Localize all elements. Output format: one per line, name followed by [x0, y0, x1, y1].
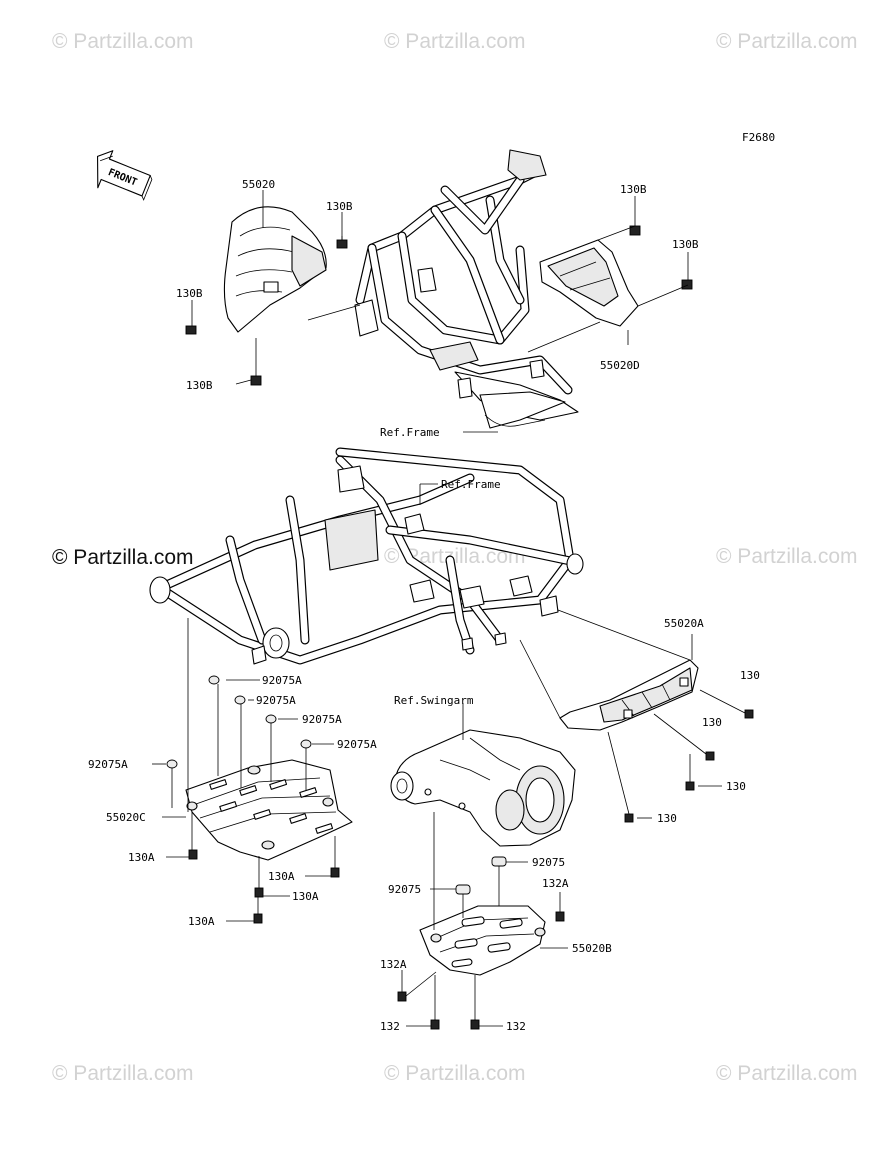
- cap-92075-b: [455, 884, 471, 895]
- cap-92075A-a: [208, 675, 220, 685]
- swingarm: [390, 729, 576, 847]
- label-55020: 55020: [242, 178, 275, 191]
- label-55020A: 55020A: [664, 617, 704, 630]
- bolt-130-b: [705, 751, 715, 761]
- bolt-130A-b: [330, 867, 340, 878]
- cap-group: [166, 675, 507, 895]
- label-ref-swingarm: Ref.Swingarm: [394, 694, 474, 707]
- watermark-top-center: © Partzilla.com: [384, 30, 526, 53]
- cap-92075-a: [491, 856, 507, 867]
- bolt-130A-d: [253, 913, 263, 924]
- watermark-main: © Partzilla.com: [52, 546, 194, 569]
- label-130B-d: 130B: [620, 183, 647, 196]
- guard-55020C: [185, 759, 353, 861]
- bolt-132-a: [430, 1019, 440, 1030]
- bolt-130A-c: [254, 887, 264, 898]
- label-132A-b: 132A: [380, 958, 407, 971]
- label-130-a: 130: [740, 669, 760, 682]
- label-130B-c: 130B: [186, 379, 213, 392]
- bolt-130B-c: [250, 375, 262, 386]
- label-92075A-c: 92075A: [302, 713, 342, 726]
- label-92075-b: 92075: [388, 883, 421, 896]
- bolt-130B-b: [185, 325, 197, 335]
- label-130B-e: 130B: [672, 238, 699, 251]
- label-132A-a: 132A: [542, 877, 569, 890]
- watermark-bottom-right: © Partzilla.com: [716, 1062, 858, 1085]
- bolt-130-d: [624, 813, 634, 823]
- cap-92075A-c: [265, 714, 277, 724]
- label-130A-b: 130A: [268, 870, 295, 883]
- guard-55020: [223, 206, 327, 333]
- watermark-bottom-left: © Partzilla.com: [52, 1062, 194, 1085]
- label-130B-b: 130B: [176, 287, 203, 300]
- label-92075-a: 92075: [532, 856, 565, 869]
- label-55020B: 55020B: [572, 942, 612, 955]
- bolt-130A-a: [188, 849, 198, 860]
- upper-frame: [354, 149, 579, 429]
- label-132-a: 132: [380, 1020, 400, 1033]
- label-130A-a: 130A: [128, 851, 155, 864]
- label-130B-a: 130B: [326, 200, 353, 213]
- lower-frame: [149, 447, 584, 665]
- label-92075A-d: 92075A: [337, 738, 377, 751]
- label-55020C: 55020C: [106, 811, 146, 824]
- watermark-bottom-center: © Partzilla.com: [384, 1062, 526, 1085]
- upper-leaders: [191, 190, 689, 433]
- label-132-b: 132: [506, 1020, 526, 1033]
- watermark-mid-right: © Partzilla.com: [716, 545, 858, 568]
- label-92075A-e: 92075A: [88, 758, 128, 771]
- diagram-code: F2680: [742, 131, 775, 144]
- label-55020D: 55020D: [600, 359, 640, 372]
- label-130A-c: 130A: [292, 890, 319, 903]
- guard-55020B: [419, 905, 546, 976]
- label-130-b: 130: [702, 716, 722, 729]
- guard-55020D: [539, 239, 639, 327]
- label-92075A-a: 92075A: [262, 674, 302, 687]
- label-130-c: 130: [726, 780, 746, 793]
- lower-bolts: [188, 709, 754, 1030]
- cap-92075A-b: [234, 695, 246, 705]
- bolt-130-c: [685, 781, 695, 791]
- label-92075A-b: 92075A: [256, 694, 296, 707]
- label-130A-d: 130A: [188, 915, 215, 928]
- cap-92075A-d: [300, 739, 312, 749]
- watermark-group: © Partzilla.com © Partzilla.com © Partzi…: [52, 30, 858, 1085]
- label-130-d: 130: [657, 812, 677, 825]
- bolt-130-a: [744, 709, 754, 719]
- bolt-132-b: [470, 1019, 480, 1030]
- watermark-top-right: © Partzilla.com: [716, 30, 858, 53]
- bolt-130B-e: [681, 279, 693, 290]
- cap-92075A-e: [166, 759, 178, 769]
- front-arrow-icon: FRONT: [97, 150, 153, 201]
- watermark-top-left: © Partzilla.com: [52, 30, 194, 53]
- lower-leaders: [152, 483, 746, 1027]
- bolt-132A-b: [397, 991, 407, 1002]
- label-ref-frame-lower: Ref.Frame: [441, 478, 501, 491]
- label-ref-frame-upper: Ref.Frame: [380, 426, 440, 439]
- guard-55020A: [559, 659, 699, 731]
- bolt-132A-a: [555, 911, 565, 922]
- part-labels: 55020 130B 130B 130B 130B 130B 55020D Re…: [88, 178, 760, 1033]
